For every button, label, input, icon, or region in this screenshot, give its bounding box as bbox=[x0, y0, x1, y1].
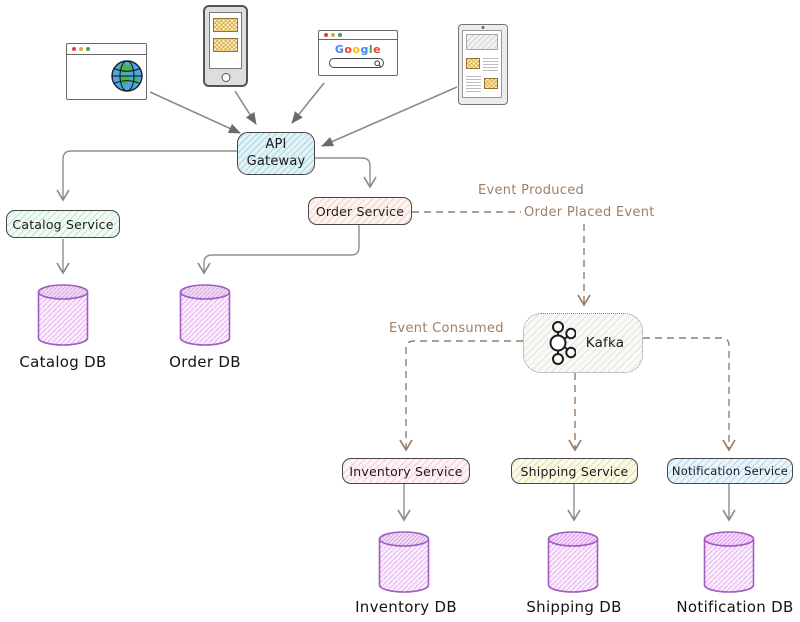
tablet-screen bbox=[462, 30, 502, 98]
shipping-service-label: Shipping Service bbox=[520, 463, 629, 479]
node-inventory-service: Inventory Service bbox=[342, 458, 470, 484]
google-logo-letter: o bbox=[352, 43, 361, 56]
catalog-service-label: Catalog Service bbox=[12, 216, 114, 232]
search-icon bbox=[374, 60, 382, 68]
node-order-service: Order Service bbox=[308, 197, 412, 225]
node-shipping-service: Shipping Service bbox=[511, 458, 638, 484]
edge-gateway-to-catalog bbox=[56, 150, 237, 202]
google-logo: Google bbox=[319, 43, 397, 56]
google-logo-letter: G bbox=[334, 43, 345, 56]
google-search-bar bbox=[329, 58, 384, 68]
edge-google-to-gateway bbox=[291, 82, 325, 124]
window-dot-green bbox=[86, 47, 90, 51]
smartphone-icon bbox=[203, 5, 248, 87]
window-dot-red bbox=[324, 33, 328, 37]
tablet-icon bbox=[458, 24, 508, 105]
edge-tablet-to-gateway bbox=[321, 86, 458, 147]
inventory-db-label: Inventory DB bbox=[355, 598, 457, 616]
api-gateway-label-line2: Gateway bbox=[246, 153, 306, 169]
order-service-label: Order Service bbox=[315, 203, 405, 219]
tablet-image-block bbox=[484, 78, 498, 89]
node-api-gateway: API Gateway bbox=[237, 132, 315, 175]
browser-titlebar bbox=[67, 44, 146, 55]
tablet-camera-dot bbox=[481, 26, 485, 29]
edge-order-to-db bbox=[197, 225, 360, 275]
browser-titlebar bbox=[319, 31, 397, 40]
tablet-text-block bbox=[466, 76, 481, 92]
tablet-image-block bbox=[466, 58, 480, 69]
window-dot-yellow bbox=[79, 47, 83, 51]
tablet-header-block bbox=[466, 34, 498, 50]
edge-gateway-to-order bbox=[315, 157, 377, 189]
google-logo-letter: o bbox=[344, 43, 353, 56]
phone-home-button bbox=[221, 73, 230, 82]
notification-service-label: Notification Service bbox=[671, 464, 789, 478]
order-db-label: Order DB bbox=[169, 353, 241, 371]
shipping-db-cylinder-icon bbox=[547, 531, 599, 593]
event-consumed-label: Event Consumed bbox=[389, 321, 504, 336]
notification-db-cylinder-icon bbox=[703, 531, 755, 593]
inventory-service-label: Inventory Service bbox=[349, 463, 463, 479]
api-gateway-label-line1: API bbox=[265, 136, 287, 152]
window-dot-green bbox=[338, 33, 342, 37]
edge-kafka-to-notification bbox=[643, 337, 736, 452]
edge-phone-to-gateway bbox=[234, 90, 257, 125]
node-kafka: Kafka bbox=[523, 313, 643, 373]
phone-screen bbox=[209, 12, 242, 69]
catalog-db-label: Catalog DB bbox=[19, 353, 107, 371]
order-db-cylinder-icon bbox=[179, 284, 231, 346]
event-produced-label: Event Produced bbox=[478, 183, 585, 198]
window-dot-red bbox=[72, 47, 76, 51]
kafka-label: Kafka bbox=[585, 335, 625, 351]
order-placed-event-label: Order Placed Event bbox=[524, 205, 655, 220]
notification-db-label: Notification DB bbox=[676, 598, 794, 616]
globe-icon bbox=[111, 60, 143, 92]
tablet-text-block bbox=[483, 57, 498, 71]
google-logo-letter: e bbox=[373, 43, 382, 56]
google-logo-letter: l bbox=[368, 43, 374, 56]
edge-browser-to-gateway bbox=[149, 91, 241, 134]
phone-content-block bbox=[213, 38, 238, 52]
catalog-db-cylinder-icon bbox=[37, 284, 89, 346]
kafka-logo-icon bbox=[549, 321, 576, 365]
edge-kafka-to-inventory bbox=[399, 340, 523, 452]
node-catalog-service: Catalog Service bbox=[6, 210, 120, 238]
google-logo-letter: g bbox=[360, 43, 369, 56]
inventory-db-cylinder-icon bbox=[378, 531, 430, 593]
window-dot-yellow bbox=[331, 33, 335, 37]
node-notification-service: Notification Service bbox=[667, 458, 793, 484]
web-browser-icon bbox=[66, 43, 147, 100]
shipping-db-label: Shipping DB bbox=[526, 598, 622, 616]
google-browser-icon: Google bbox=[318, 30, 398, 76]
phone-content-block bbox=[213, 18, 238, 32]
